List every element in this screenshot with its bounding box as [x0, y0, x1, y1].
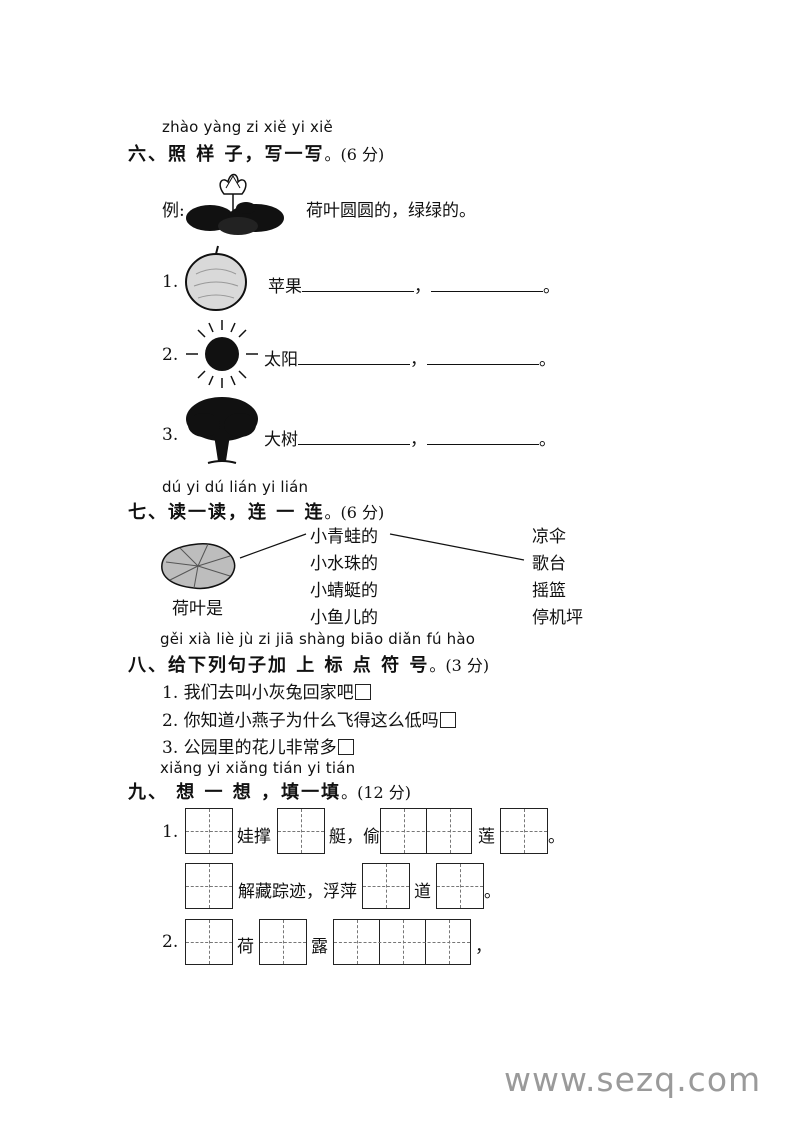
sentence-3-text: 3. 公园里的花儿非常多 [162, 738, 337, 758]
section7-heading-text: 七、读一读，连 一 连 [128, 502, 325, 523]
tianzige-box-7[interactable] [436, 863, 484, 909]
tianzige-box-10[interactable] [333, 919, 471, 965]
punctuation-box-1[interactable] [354, 684, 371, 700]
section6-heading-text: 六、照 样 子，写一写 [128, 144, 325, 165]
section8-heading: 八、给下列句子加 上 标 点 符 号。(3 分) [128, 651, 489, 677]
section6-heading: 六、照 样 子，写一写。(6 分) [128, 140, 384, 166]
right-phrase-2: 歌台 [532, 554, 566, 574]
punctuation-box-3[interactable] [337, 739, 354, 755]
apple-icon [185, 245, 247, 311]
q1-text-3: 莲 [478, 827, 495, 847]
section7-points: 。(6 分) [324, 503, 385, 522]
item3-row: 大树 ， 。 [264, 425, 556, 450]
tianzige-box-4[interactable] [500, 808, 548, 854]
left-phrase-4: 小鱼儿的 [310, 608, 378, 628]
item1-comma: ， [414, 277, 431, 297]
q2-text-3: ， [475, 937, 492, 957]
watermark: www.sezq.com [504, 1060, 762, 1099]
q1-text-7: 。 [484, 882, 501, 902]
item3-number: 3. [162, 425, 179, 445]
q1-text-4: 。 [548, 827, 565, 847]
item1-row: 苹果 ， 。 [268, 272, 560, 297]
item3-comma: ， [410, 430, 427, 450]
tianzige-box-2[interactable] [277, 808, 325, 854]
example-text: 荷叶圆圆的，绿绿的。 [306, 201, 476, 221]
item2-word: 太阳 [264, 350, 298, 370]
left-phrase-3: 小蜻蜓的 [310, 581, 378, 601]
item3-word: 大树 [264, 430, 298, 450]
tianzige-box-5[interactable] [185, 863, 233, 909]
lotus-leaf-icon [161, 543, 236, 590]
sun-icon [186, 320, 258, 388]
left-phrase-2: 小水珠的 [310, 554, 378, 574]
item1-word: 苹果 [268, 277, 302, 297]
sentence-3: 3. 公园里的花儿非常多 [162, 733, 354, 758]
tianzige-box-8[interactable] [185, 919, 233, 965]
q1-text-2: 艇，偷 [329, 827, 380, 847]
q2-text-2: 露 [311, 937, 328, 957]
section9-pinyin: xiǎng yi xiǎng tián yi tián [160, 759, 356, 777]
section8-pinyin: gěi xià liè jù zi jiā shàng biāo diǎn fú… [160, 630, 476, 648]
right-phrase-4: 停机坪 [532, 608, 583, 628]
sentence-1-text: 1. 我们去叫小灰兔回家吧 [162, 683, 354, 703]
section8-heading-text: 八、给下列句子加 上 标 点 符 号 [128, 655, 430, 676]
item1-blank-2[interactable] [431, 290, 543, 292]
section6-points: 。(6 分) [324, 145, 385, 164]
sentence-2-text: 2. 你知道小燕子为什么飞得这么低吗 [162, 711, 439, 731]
lotus-icon [186, 173, 284, 235]
q1-text-1: 娃撑 [237, 827, 271, 847]
item2-end: 。 [539, 350, 556, 370]
punctuation-box-2[interactable] [439, 712, 456, 728]
section9-heading: 九、 想 一 想 ，填一填。(12 分) [128, 778, 411, 804]
item1-end: 。 [543, 277, 560, 297]
section7-heading: 七、读一读，连 一 连。(6 分) [128, 498, 384, 524]
sentence-1: 1. 我们去叫小灰兔回家吧 [162, 678, 371, 703]
tianzige-box-9[interactable] [259, 919, 307, 965]
section7-pinyin: dú yi dú lián yi lián [162, 478, 309, 496]
item3-blank-1[interactable] [298, 443, 410, 445]
item1-blank-1[interactable] [302, 290, 414, 292]
tianzige-box-3[interactable] [380, 808, 472, 854]
tianzige-box-1[interactable] [185, 808, 233, 854]
item2-blank-1[interactable] [298, 363, 410, 365]
tree-icon [186, 397, 258, 464]
item2-comma: ， [410, 350, 427, 370]
tianzige-box-6[interactable] [362, 863, 410, 909]
section9-points: 。(12 分) [341, 783, 412, 802]
item2-row: 太阳 ， 。 [264, 345, 556, 370]
example-label: 例: [162, 201, 185, 221]
section6-pinyin: zhào yàng zi xiě yi xiě [162, 118, 333, 136]
q2-number: 2. [162, 932, 179, 952]
left-phrase-1: 小青蛙的 [310, 527, 378, 547]
sentence-2: 2. 你知道小燕子为什么飞得这么低吗 [162, 706, 456, 731]
leaf-label: 荷叶是 [172, 599, 223, 619]
item2-blank-2[interactable] [427, 363, 539, 365]
item3-end: 。 [539, 430, 556, 450]
q2-text-1: 荷 [237, 937, 254, 957]
item2-number: 2. [162, 345, 179, 365]
q1-number: 1. [162, 822, 179, 842]
right-phrase-1: 凉伞 [532, 527, 566, 547]
q1-text-5: 解藏踪迹，浮萍 [238, 882, 357, 902]
item3-blank-2[interactable] [427, 443, 539, 445]
section9-heading-text: 九、 想 一 想 ，填一填 [128, 782, 342, 803]
item1-number: 1. [162, 272, 179, 292]
section8-points: 。(3 分) [429, 656, 490, 675]
q1-text-6: 道 [414, 882, 431, 902]
right-phrase-3: 摇篮 [532, 581, 566, 601]
